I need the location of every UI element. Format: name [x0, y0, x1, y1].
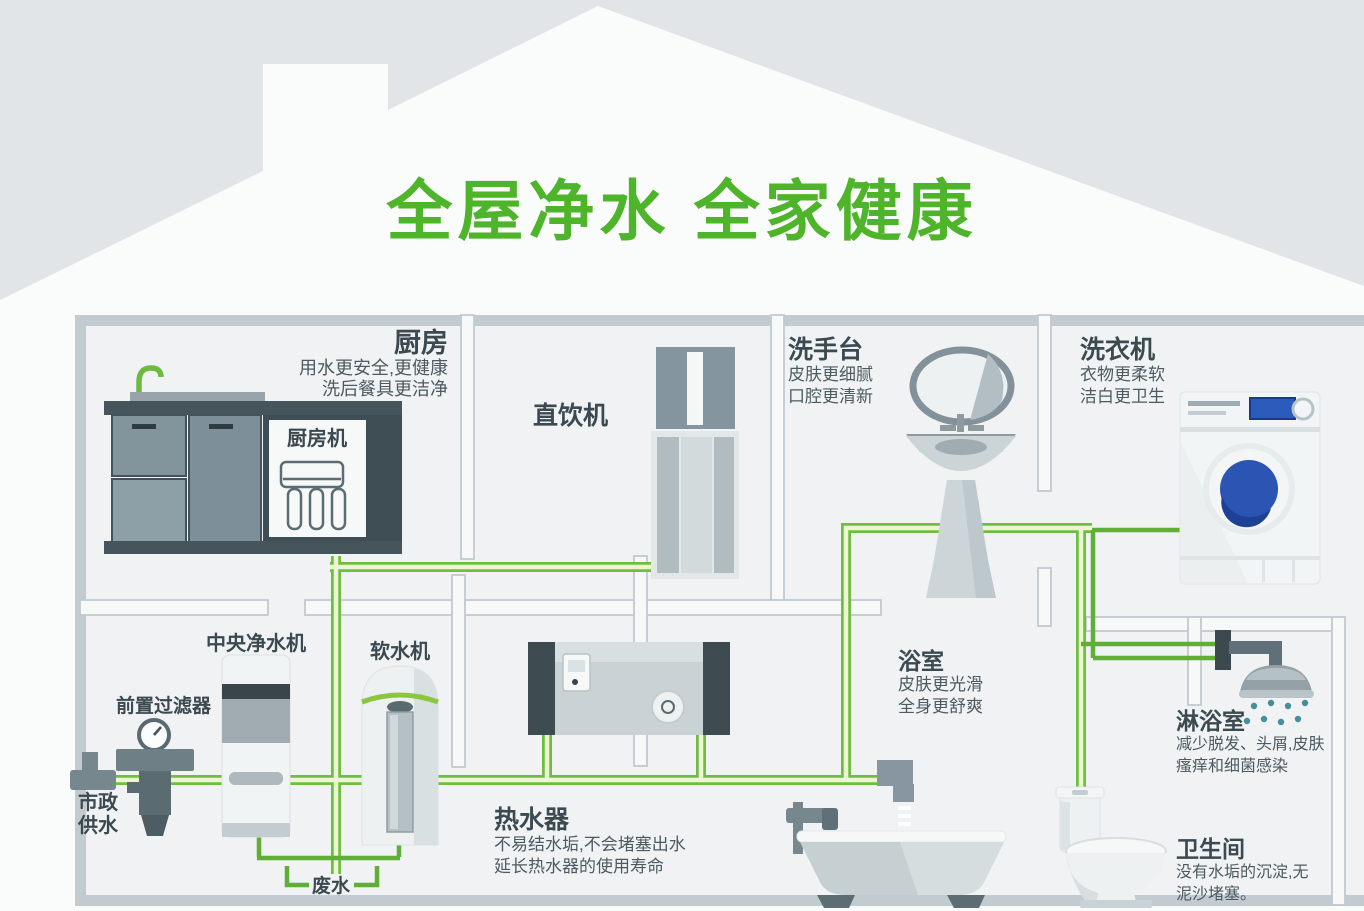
bathroom-label-block: 浴室 皮肤更光滑 全身更舒爽: [898, 648, 983, 718]
water-droplets-icon: [1243, 699, 1309, 726]
washer-drum: [1220, 460, 1278, 518]
prefilter-label: 前置过滤器: [116, 696, 212, 717]
ceiling-spout-icon: [877, 760, 914, 834]
heater-label-block: 热水器 不易结水垢,不会堵塞出水 延长热水器的使用寿命: [494, 806, 686, 878]
washer-label-block: 洗衣机 衣物更柔软 洁白更卫生: [1080, 336, 1165, 408]
basin-desc-line2: 口腔更清新: [788, 387, 873, 406]
mid-wall-left: [79, 599, 269, 616]
waste-bracket-right: [354, 866, 380, 888]
basin-title: 洗手台: [788, 336, 864, 364]
toilet-title: 卫生间: [1176, 836, 1245, 862]
wall-stub-heater-left: [451, 574, 466, 768]
wall-right-inner: [1331, 616, 1346, 906]
basin-desc-line1: 皮肤更细腻: [788, 365, 873, 384]
bathroom-title: 浴室: [898, 648, 944, 674]
heater-display: [562, 653, 591, 692]
mid-wall-right: [1085, 616, 1333, 632]
toilet-label-block: 卫生间 没有水垢的沉淀,无 泥沙堵塞。: [1176, 836, 1308, 906]
kitchen-desc-line2: 洗后餐具更洁净: [322, 379, 448, 399]
shower-desc-line1: 减少脱发、头屑,皮肤: [1176, 736, 1325, 753]
mid-wall-center: [304, 599, 882, 616]
wall-dispenser-basin: [770, 314, 785, 608]
kitchen-cabinet: [104, 365, 402, 554]
bathtub: [786, 760, 1007, 908]
wall-stub-basin: [1037, 567, 1052, 627]
kitchen-desc-line1: 用水更安全,更健康: [298, 358, 448, 378]
municipal-faucet-icon: [70, 752, 116, 790]
wall-kitchen-dispenser: [460, 314, 475, 560]
kitchen-label-block: 厨房 用水更安全,更健康 洗后餐具更洁净: [240, 328, 448, 400]
central-purifier-label: 中央净水机: [206, 633, 306, 655]
heater-knob: [651, 690, 685, 724]
drinking-dispenser: [651, 347, 739, 579]
heater-desc-line1: 不易结水垢,不会堵塞出水: [494, 835, 686, 854]
washing-machine: [1179, 391, 1321, 585]
waste-bracket-left: [284, 866, 309, 888]
toilet: [1055, 786, 1167, 908]
heater-title: 热水器: [494, 806, 570, 834]
under-sink-filter-icon: [279, 460, 347, 531]
toilet-desc-line1: 没有水垢的沉淀,无: [1176, 864, 1309, 881]
municipal-label-block: 市政 供水: [78, 792, 118, 838]
pre-filter-device: [116, 718, 194, 836]
water-heater: [528, 642, 730, 735]
heater-desc-line2: 延长热水器的使用寿命: [494, 857, 664, 876]
municipal-line2: 供水: [78, 815, 118, 837]
shower-label-block: 淋浴室 减少脱发、头屑,皮肤 瘙痒和细菌感染: [1176, 708, 1324, 778]
interior-walls: [79, 314, 1346, 906]
washer-title: 洗衣机: [1080, 336, 1156, 364]
central-purifier: [221, 654, 291, 838]
basin-label-block: 洗手台 皮肤更细腻 口腔更清新: [788, 336, 873, 408]
kitchen-title: 厨房: [394, 328, 448, 358]
poster-title: 全屋净水 全家健康: [386, 174, 978, 248]
water-softener: [361, 665, 439, 846]
softener-label: 软水机: [370, 641, 430, 663]
shower-head-icon: [1215, 630, 1314, 726]
shower-desc-line2: 瘙痒和细菌感染: [1176, 758, 1289, 775]
wall-stub-shower: [1187, 616, 1202, 706]
bathroom-desc-line2: 全身更舒爽: [898, 697, 983, 716]
kitchen-machine-label: 厨房机: [287, 428, 347, 450]
washer-display: [1249, 397, 1296, 420]
wall-basin-laundry: [1037, 314, 1052, 492]
shower-title: 淋浴室: [1176, 708, 1245, 734]
tub-faucet-icon: [822, 808, 838, 830]
dispenser-label: 直饮机: [533, 402, 609, 430]
waste-label: 废水: [311, 876, 350, 897]
bathroom-desc-line1: 皮肤更光滑: [898, 675, 983, 694]
kitchen-faucet-icon: [136, 365, 164, 399]
washer-desc-line1: 衣物更柔软: [1080, 365, 1165, 384]
washer-desc-line2: 洁白更卫生: [1080, 387, 1165, 406]
municipal-line1: 市政: [78, 792, 118, 814]
washer-knob: [1291, 397, 1315, 421]
toilet-desc-line2: 泥沙堵塞。: [1176, 886, 1257, 903]
washbasin: [906, 346, 1016, 598]
